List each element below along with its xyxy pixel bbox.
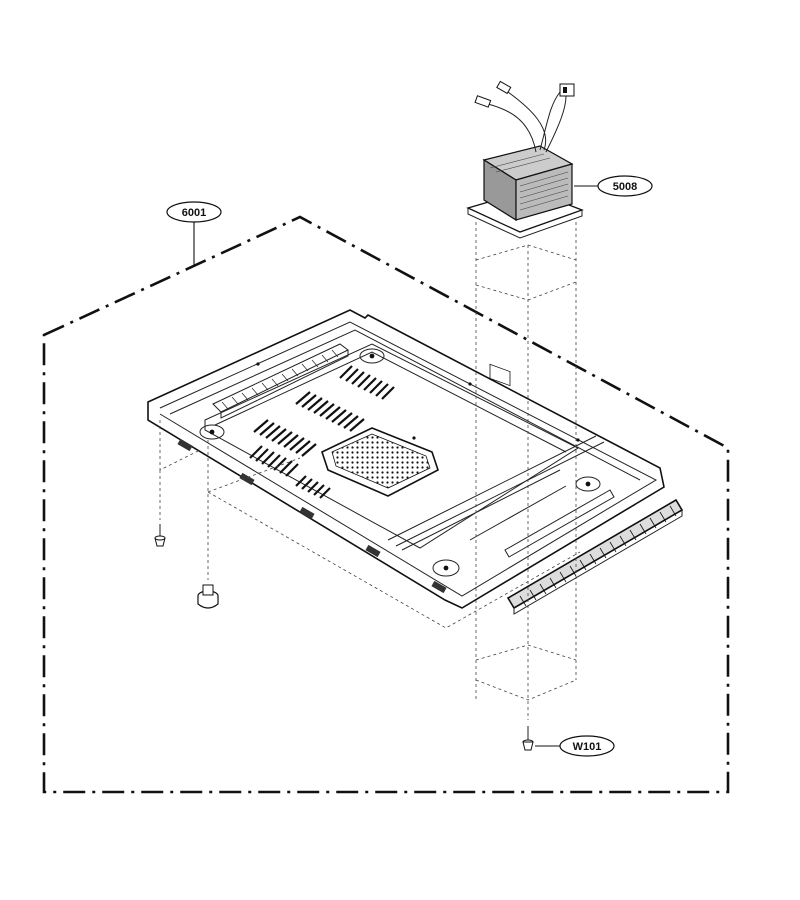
assembly-boundary [42,215,730,794]
screw-w101 [522,726,534,751]
projection-lines-left [159,420,581,629]
callout-5008-label: 5008 [613,181,637,193]
screw-left [154,524,166,547]
perforated-panel [321,427,439,497]
front-grille-bar [506,498,684,615]
foot-grommet [197,584,219,609]
vent-slots [249,365,395,499]
callout-w101: W101 [559,735,615,757]
callout-w101-label: W101 [573,741,602,753]
callout-6001: 6001 [166,201,222,223]
callout-5008: 5008 [597,175,653,197]
transformer-5008 [466,80,584,387]
base-plate [147,309,665,609]
mounting-bosses [199,348,601,577]
callout-6001-label: 6001 [182,207,206,219]
callout-leaders [193,185,598,747]
projection-column [475,222,577,720]
